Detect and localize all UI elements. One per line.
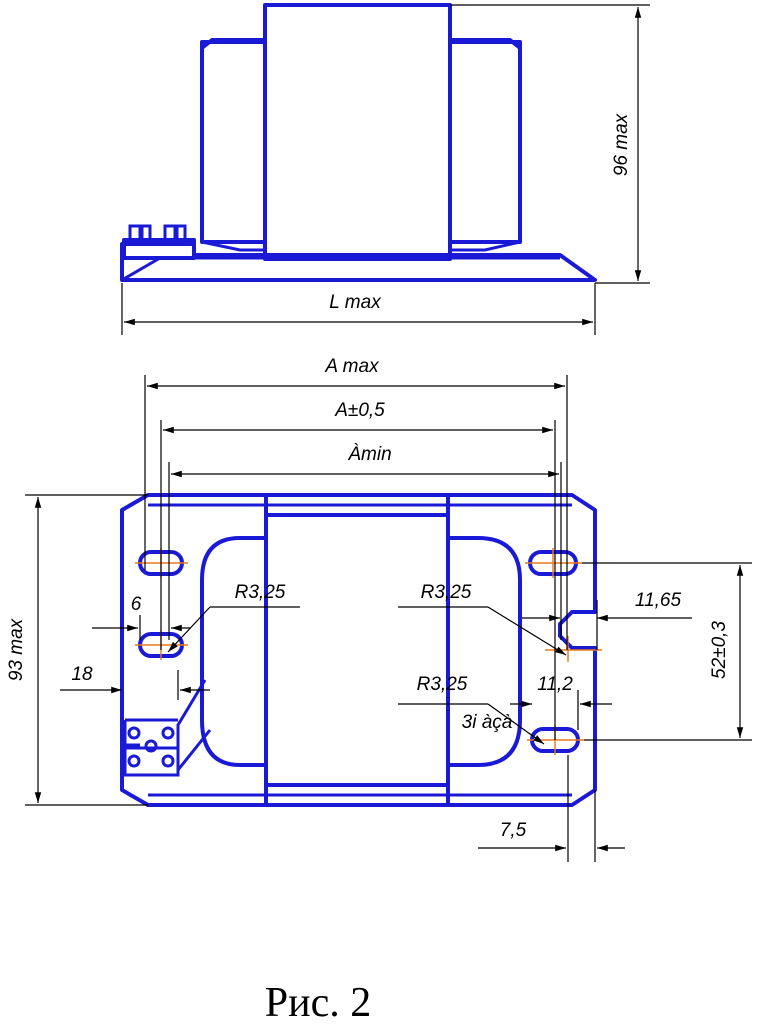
a-nom-label: A±0,5 xyxy=(334,400,385,421)
radius-right-lower-label: R3,25 xyxy=(417,674,468,695)
radius-left-label: R3,25 xyxy=(235,582,286,603)
terminal-pin-3 xyxy=(163,224,177,244)
right-winding-top xyxy=(448,536,522,767)
terminal-screw-1 xyxy=(127,726,141,740)
radius-right-upper-label: R3,25 xyxy=(421,582,472,603)
core-block-side xyxy=(263,3,452,261)
height-label-side: 96 max xyxy=(611,112,632,176)
leader-r-left xyxy=(167,606,211,653)
dim-112-label: 11,2 xyxy=(537,674,573,695)
height-93-label: 93 max xyxy=(6,617,27,681)
left-winding-top-edge xyxy=(200,38,265,50)
terminal-screw-4 xyxy=(127,754,141,768)
winding-foot-left xyxy=(201,240,265,252)
dim-18-label: 18 xyxy=(71,664,93,685)
left-winding-side xyxy=(200,40,265,244)
terminal-block-top xyxy=(123,679,207,777)
core-top xyxy=(264,493,450,807)
figure-caption: Рис. 2 xyxy=(265,980,371,1024)
dim-6-label: 6 xyxy=(131,594,142,615)
leader-r-rl xyxy=(487,703,545,745)
terminal-pin-4 xyxy=(175,224,187,244)
a-max-label: A max xyxy=(324,356,380,377)
terminal-screw-5 xyxy=(161,754,175,768)
holes-note-label: 3i àçà xyxy=(462,712,513,733)
length-label-side: L max xyxy=(329,292,382,313)
side-view: 96 max L max xyxy=(120,3,650,335)
top-view: A max A±0,5 Àmin 93 max 52±0,3 6 18 xyxy=(6,356,752,862)
terminal-screw-2 xyxy=(161,726,175,740)
hole-pitch-label: 52±0,3 xyxy=(709,621,730,679)
a-min-label: Àmin xyxy=(347,444,391,465)
base-plate-top xyxy=(120,493,597,807)
terminal-pin-2 xyxy=(140,224,152,244)
terminal-block xyxy=(122,238,196,260)
center-lines xyxy=(135,548,602,755)
dim-75-label: 7,5 xyxy=(500,820,527,841)
terminal-screw-3 xyxy=(144,739,158,753)
left-winding-top xyxy=(200,536,266,767)
base-plate-bevel xyxy=(121,256,560,282)
leader-r-ru xyxy=(487,606,567,656)
right-winding-side xyxy=(450,40,522,244)
terminal-pin-1 xyxy=(128,224,142,244)
winding-foot-right xyxy=(450,240,521,252)
terminal-lead xyxy=(176,729,212,771)
dim-1165-label: 11,65 xyxy=(635,590,682,611)
base-plate-inner-edges xyxy=(148,503,572,797)
right-winding-top-edge xyxy=(450,38,522,50)
